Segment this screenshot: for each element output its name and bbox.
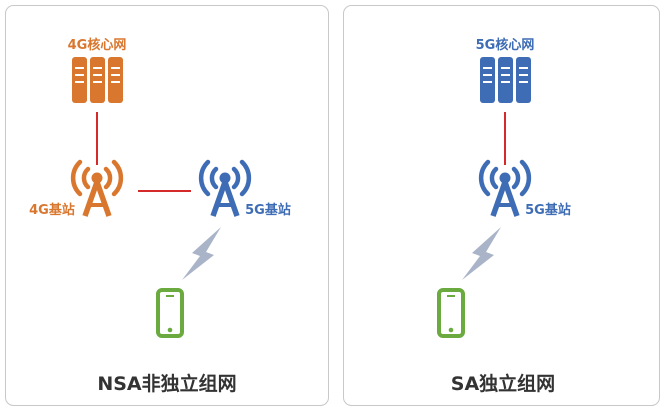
sa-5g-bs-label: 5G基站 bbox=[525, 202, 571, 218]
nsa-title: NSA非独立组网 bbox=[97, 372, 236, 395]
nsa-5g-bs-label: 5G基站 bbox=[245, 202, 291, 218]
wireless-signal-icon bbox=[182, 227, 221, 280]
sa-panel: 5G核心网 5G基站 SA独立组网 bbox=[343, 5, 660, 406]
nsa-panel: 4G核心网 4G基站 5G基站 NSA非独立组网 bbox=[5, 5, 329, 406]
server-icon bbox=[71, 56, 124, 104]
sa-title: SA独立组网 bbox=[451, 372, 555, 395]
sa-core-label: 5G核心网 bbox=[476, 37, 535, 53]
nsa-core-label: 4G核心网 bbox=[68, 37, 127, 53]
nsa-panel-border bbox=[5, 5, 329, 406]
nsa-4g-bs-label: 4G基站 bbox=[29, 202, 75, 218]
wireless-signal-icon bbox=[462, 227, 501, 280]
server-icon bbox=[479, 56, 532, 104]
